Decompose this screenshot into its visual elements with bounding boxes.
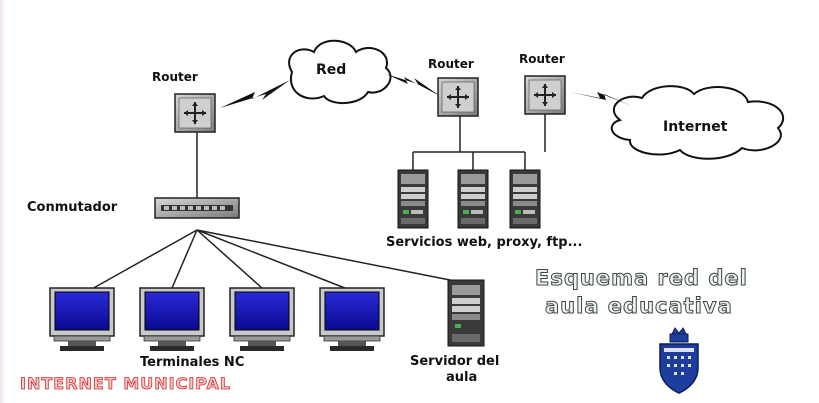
router-left-label: Router [152, 70, 198, 84]
wan-link-center [386, 74, 440, 96]
router-right-label: Router [519, 52, 565, 66]
terminal-1 [49, 287, 115, 352]
scheme-title-line1: Esquema red del [535, 266, 748, 291]
wan-link-left [220, 80, 290, 108]
server-ftp [509, 169, 541, 229]
terminal-2 [139, 287, 205, 352]
server-proxy [457, 169, 489, 229]
internet-cloud-label: Internet [663, 119, 728, 135]
terminal-4 [319, 287, 385, 352]
red-cloud-label: Red [316, 62, 347, 78]
wan-link-right [570, 92, 632, 106]
classroom-server-label-line1: Servidor del [410, 354, 500, 369]
router-center [437, 77, 479, 117]
network-wires [89, 112, 546, 291]
classroom-server-label-line2: aula [446, 370, 478, 385]
scheme-title-line2: aula educativa [545, 294, 733, 319]
internet-cloud [610, 85, 785, 160]
terminals-label: Terminales NC [140, 355, 245, 370]
left-edge-shading [0, 0, 6, 403]
servers-label: Servicios web, proxy, ftp... [386, 235, 583, 250]
router-left [174, 93, 216, 133]
router-right [524, 75, 566, 115]
coat-of-arms-emblem [659, 327, 699, 394]
switch [154, 197, 240, 219]
classroom-server [447, 279, 485, 347]
brand-watermark: INTERNET MUNICIPAL [20, 374, 232, 394]
red-cloud [288, 39, 392, 104]
switch-label: Conmutador [27, 200, 118, 215]
server-web [397, 169, 429, 229]
terminal-3 [229, 287, 295, 352]
router-center-label: Router [428, 57, 474, 71]
